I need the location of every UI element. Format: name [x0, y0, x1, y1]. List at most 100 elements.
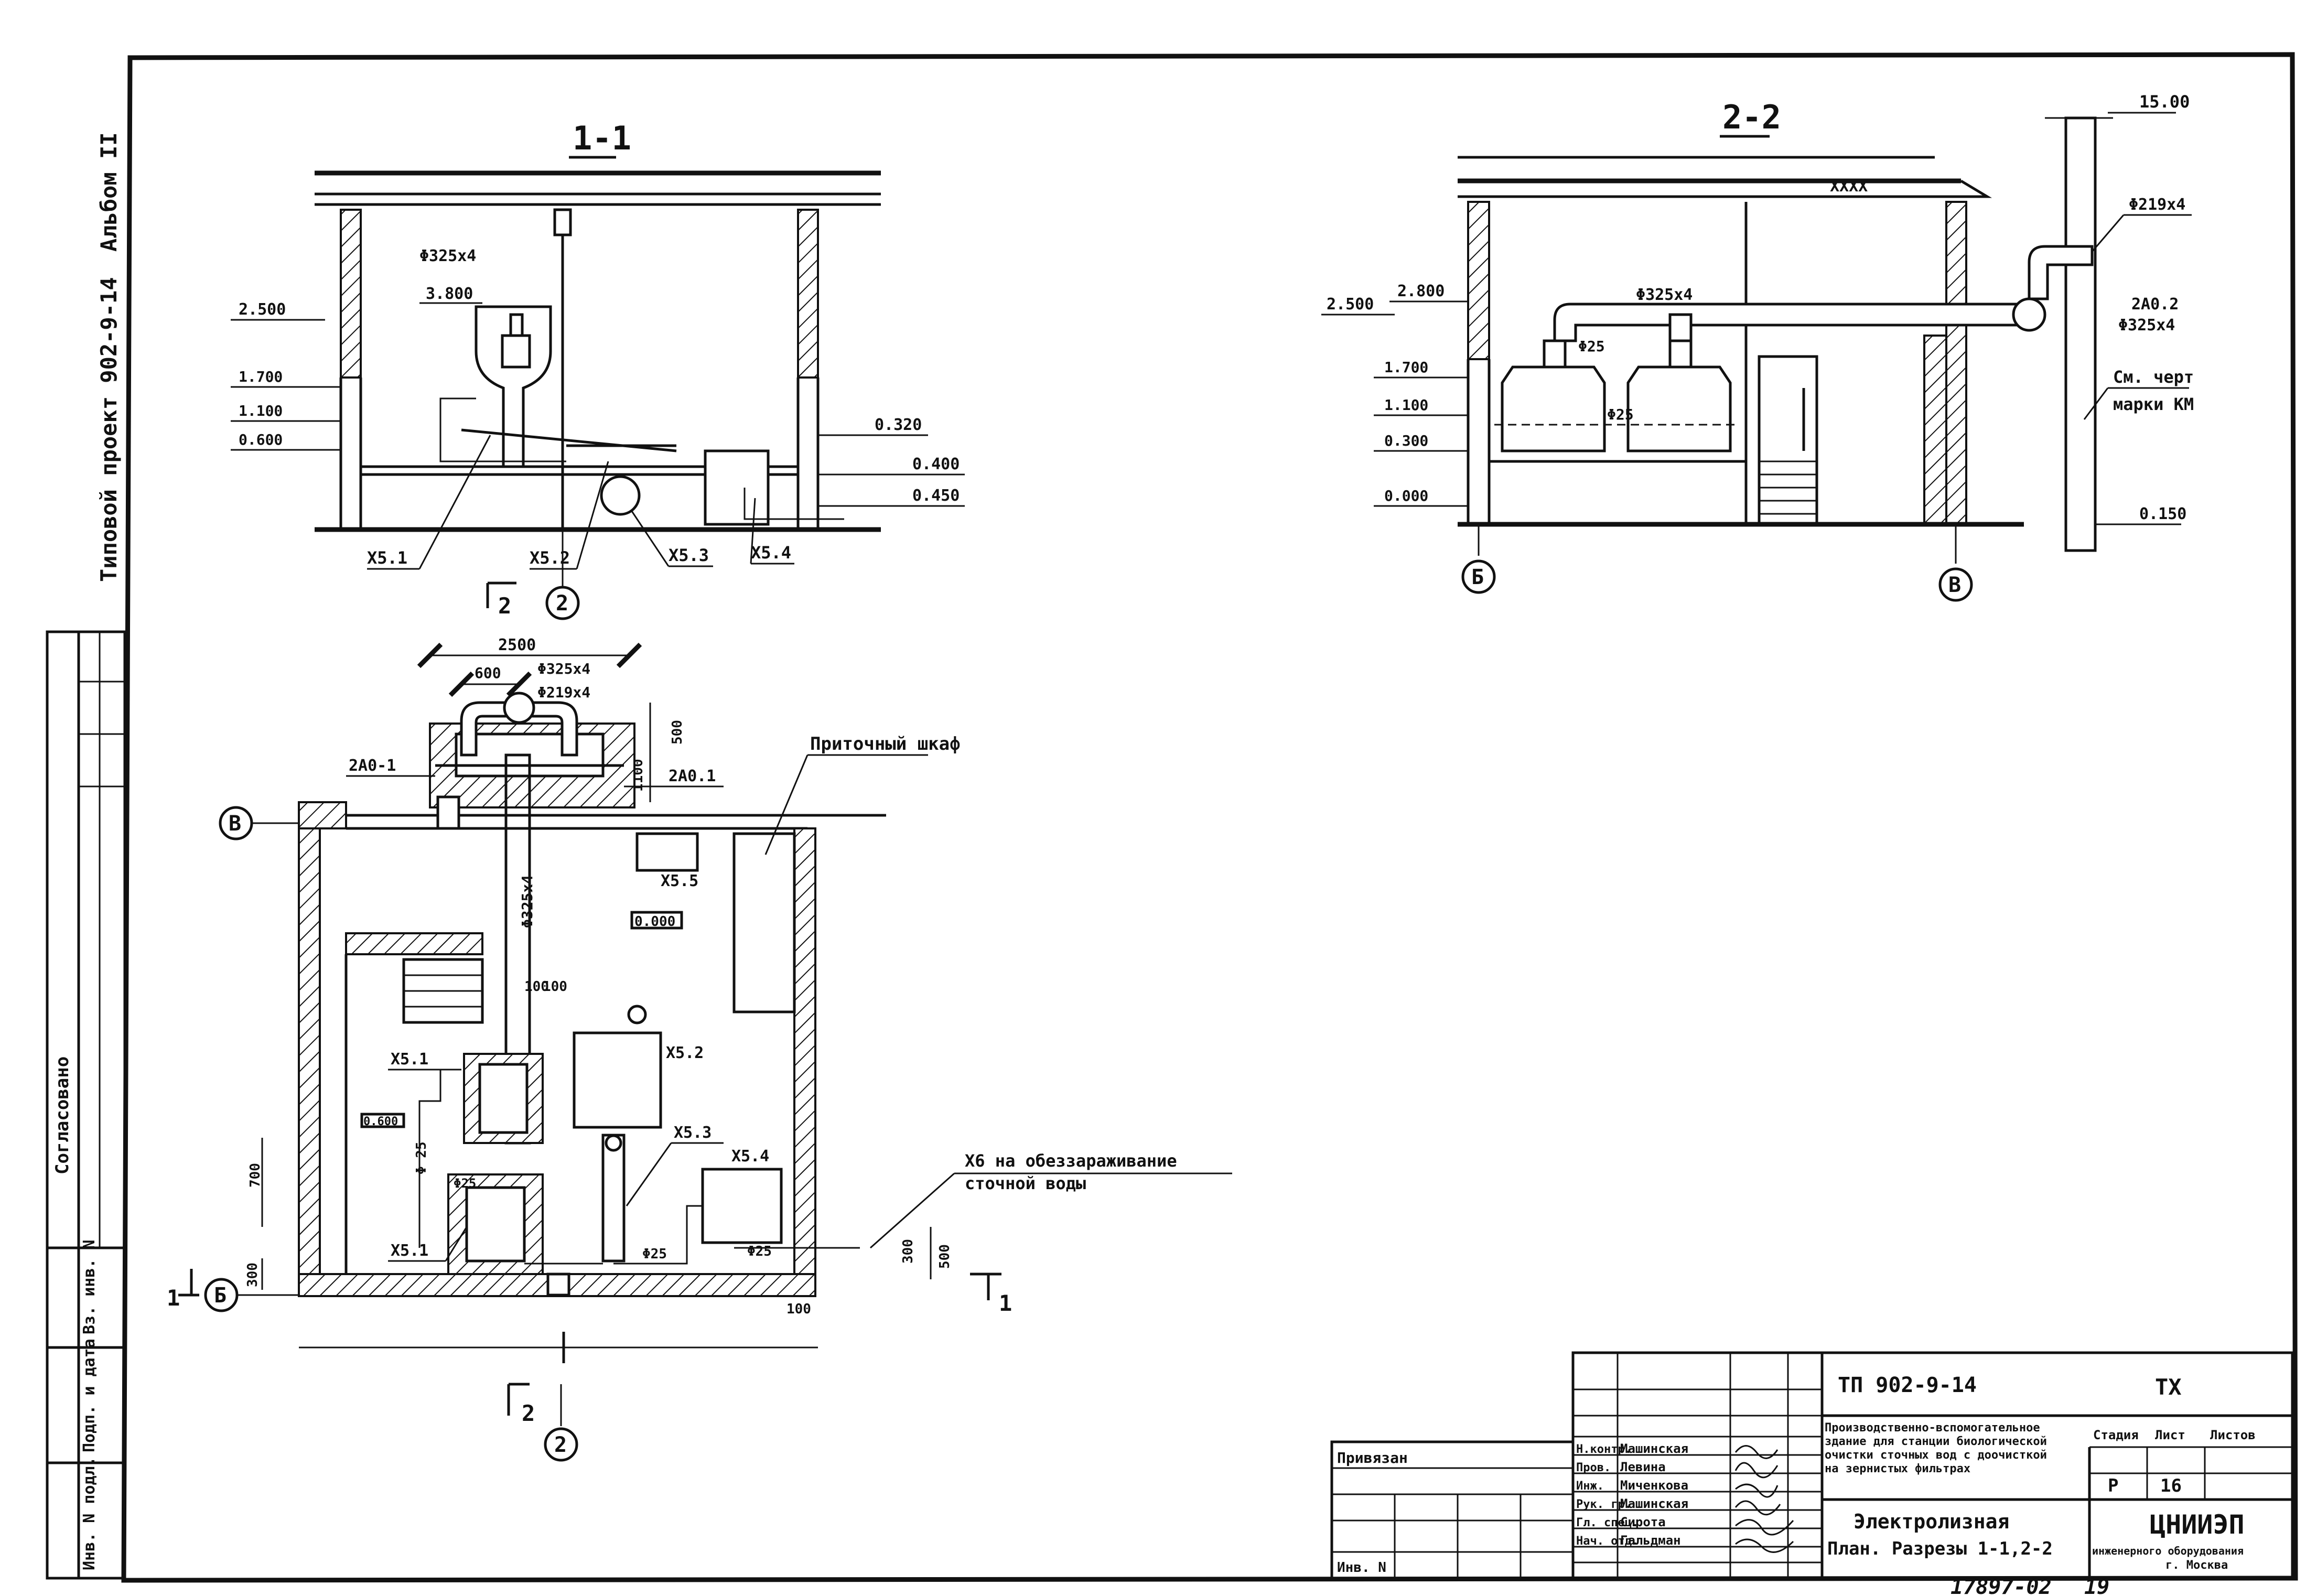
plan-dim-600: 600 — [475, 664, 501, 682]
s2-pipe-small-b: Φ25 — [1607, 406, 1634, 423]
plan-dim-100r: 100 — [786, 1301, 811, 1317]
section-2-2: 2-2 XXXX — [1321, 92, 2194, 602]
stamp-replace-inv: Вз. инв. N — [80, 1239, 99, 1334]
s1-x52: X5.2 — [530, 548, 570, 568]
tb-name-3: Миченкова — [1620, 1478, 1688, 1493]
plan-cut-left: 1 — [167, 1285, 180, 1311]
tb-mark: ТХ — [2155, 1374, 2182, 1400]
s2-level-3: 1.700 — [1384, 359, 1428, 376]
tb-org-1: ЦНИИЭП — [2150, 1509, 2245, 1540]
stamp-agreed: Согласовано — [52, 1056, 73, 1174]
s1-x51: X5.1 — [367, 548, 407, 568]
tb-name-1: Машинская — [1620, 1441, 1688, 1456]
tb-name-5: Сирота — [1620, 1515, 1666, 1529]
tb-name-4: Машинская — [1620, 1496, 1688, 1511]
tb-desc-3: очистки сточных вод с доочисткой — [1825, 1449, 2047, 1462]
stamp-inv-no: Инв. N подл. — [80, 1457, 99, 1570]
tb-inv: Инв. N — [1337, 1560, 1386, 1576]
plan-phi25-v: Φ 25 — [414, 1141, 429, 1174]
tb-col-sheet: Лист — [2155, 1428, 2185, 1442]
s2-level-bottom-right: 0.150 — [2139, 505, 2186, 523]
tb-role-6: Нач. отд. — [1576, 1535, 1639, 1548]
tb-project-code: ТП 902-9-14 — [1838, 1373, 1977, 1397]
s1-x53: X5.3 — [669, 545, 709, 565]
section-1-title: 1-1 — [573, 119, 631, 157]
floor-plan: 2 2500 600 Φ325x4 Φ219x4 500 1100 2А0-1 … — [167, 581, 1232, 1462]
s2-level-top-right: 15.00 — [2139, 92, 2190, 112]
album-label: Альбом II — [96, 132, 122, 252]
s1-level-r3: 0.450 — [912, 487, 960, 505]
s2-pipe-out: Φ219x4 — [2129, 196, 2185, 214]
tb-stage: Р — [2108, 1475, 2118, 1496]
s1-level-r2: 0.400 — [912, 455, 960, 473]
s1-x54: X5.4 — [751, 543, 791, 563]
s2-note-1: См. черт — [2113, 367, 2194, 387]
plan-cabinet-label: Приточный шкаф — [810, 734, 961, 754]
tb-bound: Привязан — [1337, 1449, 1408, 1466]
s1-level-top: 3.800 — [426, 285, 473, 303]
plan-pipe-219: Φ219x4 — [537, 684, 590, 701]
s2-duct-pipe: Φ325x4 — [2118, 316, 2175, 335]
plan-riser-pipe: Φ325x4 — [519, 875, 536, 928]
s1-level-4: 0.600 — [239, 431, 283, 448]
s1-level-2: 1.700 — [239, 368, 283, 385]
tb-role-5: Гл. спец. — [1576, 1516, 1639, 1529]
plan-dim-100b: 100 — [543, 979, 567, 995]
tb-col-sheets: Листов — [2210, 1428, 2256, 1442]
tb-col-stage: Стадия — [2093, 1428, 2139, 1442]
plan-cut-top: 2 — [498, 593, 511, 619]
s2-pipe-main: Φ325x4 — [1636, 286, 1693, 304]
signatures — [1734, 1445, 1794, 1553]
s2-duct: 2А0.2 — [2131, 295, 2179, 314]
s2-axis-v: В — [1948, 573, 1961, 597]
plan-x6-line2: сточной воды — [965, 1173, 1086, 1193]
plan-axis-b: Б — [214, 1284, 227, 1308]
plan-x51-top: X5.1 — [391, 1050, 428, 1069]
tb-name-2: Левина — [1620, 1460, 1666, 1474]
plan-level-left: 0.600 — [363, 1115, 398, 1128]
plan-x52: X5.2 — [666, 1044, 704, 1062]
plan-duct-left: 2А0-1 — [349, 757, 396, 775]
plan-axis-2: 2 — [554, 1433, 567, 1457]
tb-sheet-title-1: Электролизная — [1854, 1510, 2009, 1533]
plan-x6-line1: X6 на обеззараживание — [965, 1151, 1177, 1171]
plan-cut-bottom: 2 — [522, 1400, 535, 1426]
s2-note-2: марки КМ — [2113, 394, 2194, 414]
plan-duct-right: 2А0.1 — [669, 767, 716, 785]
tb-sheet-title-2: План. Разрезы 1-1,2-2 — [1827, 1538, 2053, 1559]
s2-pipe-small-a: Φ25 — [1578, 338, 1605, 355]
s2-axis-b: Б — [1471, 565, 1484, 589]
plan-x53: X5.3 — [674, 1124, 712, 1142]
tb-desc-4: на зернистых фильтрах — [1825, 1462, 1970, 1475]
page-number: 19 — [2084, 1575, 2109, 1596]
stamp-sign-date: Подп. и дата — [80, 1339, 99, 1452]
s1-level-3: 1.100 — [239, 402, 283, 419]
tb-role-3: Инж. — [1576, 1480, 1604, 1493]
plan-dim-700: 700 — [247, 1163, 263, 1188]
tb-sheet: 16 — [2160, 1475, 2182, 1496]
plan-pipe-325: Φ325x4 — [537, 660, 590, 677]
plan-dim-500: 500 — [670, 720, 685, 745]
s2-level-6: 0.000 — [1384, 487, 1428, 504]
plan-axis-v: В — [229, 812, 241, 836]
plan-x55: X5.5 — [661, 872, 698, 890]
plan-level-box: 0.000 — [634, 914, 675, 930]
plan-dim-2500: 2500 — [498, 636, 536, 654]
tb-org-3: г. Москва — [2165, 1559, 2228, 1572]
tb-role-2: Пров. — [1576, 1461, 1611, 1474]
tb-name-6: Гальдман — [1620, 1533, 1681, 1548]
plan-x54: X5.4 — [731, 1147, 769, 1166]
plan-phi25-a: Φ25 — [642, 1246, 667, 1262]
plan-dim-300: 300 — [245, 1263, 261, 1287]
s1-pipe-main: Φ325x4 — [419, 247, 476, 265]
s2-level-5: 0.300 — [1384, 432, 1428, 449]
s1-level-r1: 0.320 — [875, 416, 922, 434]
plan-x51-bottom: X5.1 — [391, 1242, 428, 1260]
title-block: Привязан Инв. N Н.контр. Машинская Пров.… — [1330, 1351, 2294, 1580]
s1-axis: 2 — [556, 591, 568, 616]
tb-desc-1: Производственно-вспомогательное — [1825, 1421, 2040, 1435]
project-side-label: Типовой проект 902-9-14 — [96, 277, 122, 582]
plan-dim-300r: 300 — [900, 1239, 916, 1264]
s1-level-1: 2.500 — [239, 300, 286, 319]
